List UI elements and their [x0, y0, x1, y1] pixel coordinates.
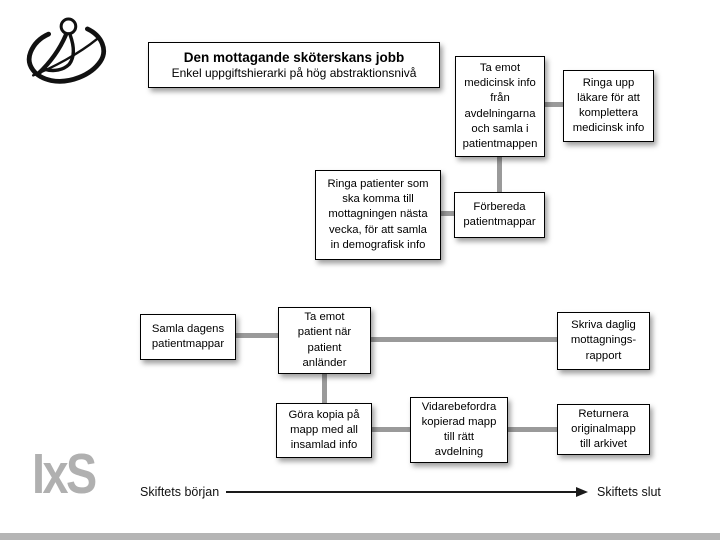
- diagram-title-box: Den mottagande sköterskans jobb Enkel up…: [148, 42, 440, 88]
- connector-receive-medical-info-prepare-folders: [497, 157, 502, 192]
- node-collect-folders: Samla dagens patientmappar: [140, 314, 236, 360]
- node-write-report: Skriva daglig mottagnings- rapport: [557, 312, 650, 370]
- node-copy-folder: Göra kopia på mapp med all insamlad info: [276, 403, 372, 458]
- node-prepare-folders: Förbereda patientmappar: [454, 192, 545, 238]
- connector-copy-folder-forward-folder: [372, 427, 410, 432]
- timeline-end-label: Skiftets slut: [597, 485, 661, 499]
- connector-call-patients-prepare-folders: [441, 211, 454, 216]
- connector-collect-folders-receive-patient: [236, 333, 278, 338]
- connector-forward-folder-return-folder: [508, 427, 557, 432]
- connector-receive-medical-info-call-doctor: [545, 102, 563, 107]
- timeline-start-label: Skiftets början: [140, 485, 220, 499]
- connector-receive-patient-write-report: [371, 337, 557, 342]
- slide-title: Den mottagande sköterskans jobb: [183, 50, 405, 65]
- connector-receive-patient-copy-folder: [322, 374, 327, 403]
- timeline-arrowhead-icon: [576, 487, 588, 497]
- node-receive-patient: Ta emot patient när patient anländer: [278, 307, 371, 374]
- node-call-patients: Ringa patienter som ska komma till motta…: [315, 170, 441, 260]
- node-call-doctor: Ringa upp läkare för att komplettera med…: [563, 70, 654, 142]
- node-receive-medical-info: Ta emot medicinsk info från avdelningarn…: [455, 56, 545, 157]
- organization-logo-icon: [26, 17, 106, 84]
- slide-footer-strip: [0, 533, 720, 540]
- slide-subtitle: Enkel uppgiftshierarki på hög abstraktio…: [171, 66, 417, 80]
- node-forward-folder: Vidarebefordra kopierad mapp till rätt a…: [410, 397, 508, 463]
- node-return-folder: Returnera originalmapp till arkivet: [557, 404, 650, 455]
- ixs-watermark: IxS: [32, 442, 97, 506]
- timeline-axis-line: [226, 491, 577, 493]
